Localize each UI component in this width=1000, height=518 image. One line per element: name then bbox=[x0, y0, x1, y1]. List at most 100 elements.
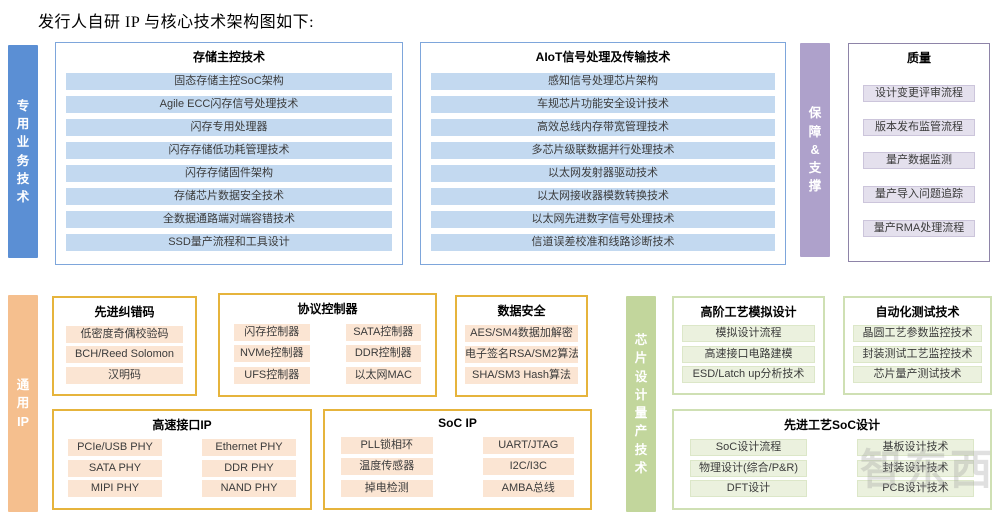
group-automated-test-tech: 自动化测试技术 晶圆工艺参数监控技术封装测试工艺监控技术芯片量产测试技术 bbox=[843, 296, 992, 395]
group-title: 高速接口IP bbox=[152, 418, 212, 432]
tech-item: 感知信号处理芯片架构 bbox=[431, 73, 775, 90]
sidebar-label-char: 术 bbox=[634, 460, 648, 475]
sidebar-assurance-support: 保障&支撑 bbox=[800, 43, 830, 257]
tech-item: ESD/Latch up分析技术 bbox=[682, 365, 815, 383]
group-aiot-signal-tech: AIoT信号处理及传输技术 感知信号处理芯片架构车规芯片功能安全设计技术高效总线… bbox=[420, 42, 786, 265]
sidebar-label-char: 支 bbox=[808, 161, 822, 176]
tech-item: 电子签名RSA/SM2算法 bbox=[465, 346, 578, 363]
sidebar-label-char: 撑 bbox=[808, 179, 822, 194]
group-quality: 质量 设计变更评审流程版本发布监管流程量产数据监测量产导入问题追踪量产RMA处理… bbox=[848, 43, 990, 262]
tech-item: 量产RMA处理流程 bbox=[863, 220, 975, 238]
sidebar-label-char: 计 bbox=[634, 387, 648, 402]
sidebar-label-char: 障 bbox=[808, 124, 822, 139]
tech-item: 掉电检测 bbox=[341, 479, 433, 497]
tech-item: 基板设计技术 bbox=[857, 438, 974, 456]
group-items: 设计变更评审流程版本发布监管流程量产数据监测量产导入问题追踪量产RMA处理流程 bbox=[849, 67, 989, 261]
tech-item: 版本发布监管流程 bbox=[863, 118, 975, 136]
tech-item: 温度传感器 bbox=[341, 458, 433, 475]
group-items: 闪存控制器 SATA控制器 NVMe控制器 DDR控制器 UFS控制器 以太网MAC bbox=[220, 318, 435, 395]
group-title: 协议控制器 bbox=[297, 302, 358, 316]
tech-item: 高速接口电路建模 bbox=[682, 345, 815, 363]
tech-item: 闪存存储固件架构 bbox=[66, 165, 392, 182]
tech-item: 闪存控制器 bbox=[234, 323, 310, 341]
tech-item: 模拟设计流程 bbox=[682, 325, 815, 343]
group-title: AIoT信号处理及传输技术 bbox=[535, 50, 671, 64]
tech-item: DFT设计 bbox=[690, 480, 807, 498]
group-advanced-analog-design: 高阶工艺模拟设计 模拟设计流程高速接口电路建模 ESD/Latch up分析技术 bbox=[672, 296, 825, 395]
tech-item: NAND PHY bbox=[202, 480, 296, 498]
sidebar-label-char: 技 bbox=[16, 171, 30, 186]
group-protocol-controllers: 协议控制器 闪存控制器 SATA控制器 NVMe控制器 DDR控制器 UFS控制器 以太网… bbox=[218, 293, 437, 397]
tech-item: 存储芯片数据安全技术 bbox=[66, 188, 392, 205]
tech-item: 闪存专用处理器 bbox=[66, 119, 392, 136]
tech-item: DDR PHY bbox=[202, 459, 296, 477]
sidebar-label-char: 量 bbox=[634, 406, 648, 420]
tech-item: 低密度奇偶校验码 bbox=[66, 325, 183, 343]
tech-item: SATA PHY bbox=[68, 459, 162, 477]
tech-item: 闪存存储低功耗管理技术 bbox=[66, 142, 392, 159]
group-title: 高阶工艺模拟设计 bbox=[700, 305, 797, 319]
tech-item: 以太网发射器驱动技术 bbox=[431, 165, 775, 182]
group-advanced-ecc: 先进纠错码 低密度奇偶校验码 BCH/Reed Solomon 汉明码 bbox=[52, 296, 197, 396]
group-title: 数据安全 bbox=[497, 304, 546, 318]
tech-item: PLL锁相环 bbox=[341, 436, 433, 454]
tech-item: 封装测试工艺监控技术 bbox=[853, 345, 982, 363]
tech-item: 设计变更评审流程 bbox=[863, 84, 975, 102]
tech-item: 高效总线内存带宽管理技术 bbox=[431, 119, 775, 136]
tech-item: 固态存储主控SoC架构 bbox=[66, 73, 392, 90]
tech-item: MIPI PHY bbox=[68, 480, 162, 498]
group-items: 模拟设计流程高速接口电路建模 ESD/Latch up分析技术 bbox=[674, 321, 823, 393]
sidebar-label-char: 设 bbox=[634, 369, 648, 384]
group-title: 先进工艺SoC设计 bbox=[783, 418, 880, 432]
tech-item: 量产数据监测 bbox=[863, 152, 975, 170]
group-title: 先进纠错码 bbox=[94, 305, 155, 319]
tech-item: DDR控制器 bbox=[345, 345, 421, 362]
group-advanced-process-soc-design: 先进工艺SoC设计 SoC设计流程基板设计技术物理设计(综合/P&R)封装设计技… bbox=[672, 409, 992, 510]
tech-item: SHA/SM3 Hash算法 bbox=[465, 367, 578, 384]
tech-item: SoC设计流程 bbox=[690, 438, 807, 456]
tech-item: AES/SM4数据加解密 bbox=[465, 325, 578, 342]
group-title: 存储主控技术 bbox=[192, 50, 265, 64]
tech-item: 汉明码 bbox=[66, 366, 183, 384]
tech-item: 车规芯片功能安全设计技术 bbox=[431, 96, 775, 113]
sidebar-label-char: 专 bbox=[16, 98, 30, 113]
sidebar-label-char: 用 bbox=[16, 117, 30, 131]
tech-item: SATA控制器 bbox=[345, 323, 421, 341]
tech-item: 以太网接收器模数转换技术 bbox=[431, 188, 775, 205]
sidebar-label-char: 业 bbox=[16, 135, 30, 150]
tech-item: 物理设计(综合/P&R) bbox=[690, 459, 807, 477]
tech-item: 多芯片级联数据并行处理技术 bbox=[431, 142, 775, 159]
sidebar-label-char: 术 bbox=[16, 190, 30, 204]
sidebar-label-char: 通 bbox=[16, 378, 30, 393]
tech-item: 晶圆工艺参数监控技术 bbox=[853, 325, 982, 343]
sidebar-label-char: IP bbox=[17, 414, 29, 429]
group-title: SoC IP bbox=[438, 416, 477, 430]
tech-item: NVMe控制器 bbox=[234, 345, 310, 362]
tech-item: PCIe/USB PHY bbox=[68, 438, 162, 456]
tech-item: SSD量产流程和工具设计 bbox=[66, 234, 392, 251]
group-data-security: 数据安全 AES/SM4数据加解密电子签名RSA/SM2算法 SHA/SM3 Ha… bbox=[455, 295, 588, 397]
group-items: 感知信号处理芯片架构车规芯片功能安全设计技术高效总线内存带宽管理技术多芯片级联数… bbox=[421, 66, 785, 264]
sidebar-special-business-tech: 专用业务技术 bbox=[8, 45, 38, 258]
sidebar-chip-design-production-tech: 芯片设计量产技术 bbox=[626, 296, 656, 512]
sidebar-label-char: 产 bbox=[634, 424, 648, 439]
tech-item: 信道误差校准和线路诊断技术 bbox=[431, 234, 775, 251]
tech-item: BCH/Reed Solomon bbox=[66, 346, 183, 363]
sidebar-label-char: 芯 bbox=[634, 333, 648, 347]
tech-item: 量产导入问题追踪 bbox=[863, 186, 975, 204]
tech-item: UFS控制器 bbox=[234, 366, 310, 384]
tech-item: PCB设计技术 bbox=[857, 480, 974, 498]
sidebar-label-char: 用 bbox=[16, 396, 30, 411]
tech-item: AMBA总线 bbox=[482, 479, 574, 497]
tech-item: 以太网MAC bbox=[345, 366, 421, 384]
tech-item: I2C/I3C bbox=[482, 458, 574, 475]
sidebar-label-char: & bbox=[810, 142, 820, 157]
group-items: 晶圆工艺参数监控技术封装测试工艺监控技术芯片量产测试技术 bbox=[845, 321, 990, 393]
